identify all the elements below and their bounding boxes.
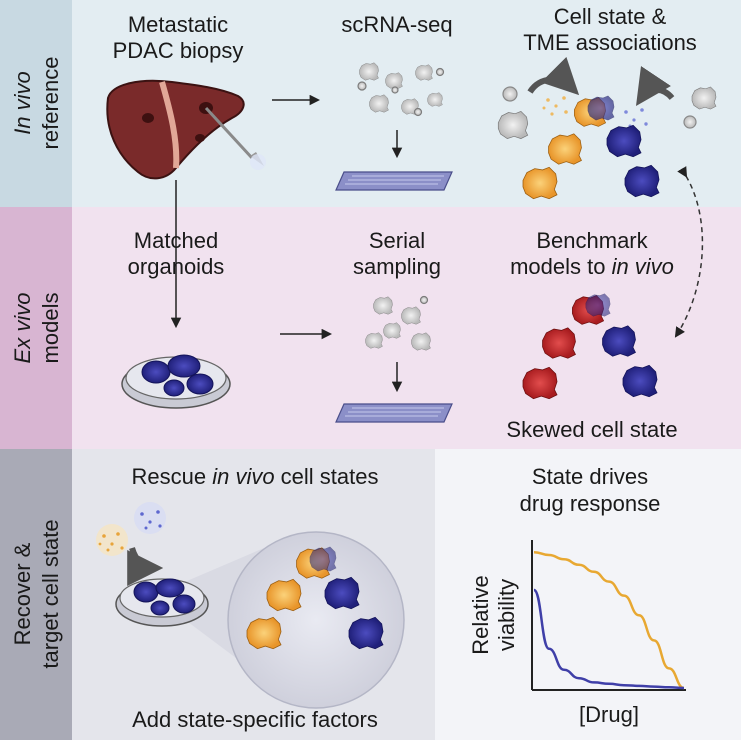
svg-text:Ex vivo: Ex vivo xyxy=(10,293,35,364)
rescue-label: Rescue in vivo cell states xyxy=(131,464,378,489)
serial-label-1: Serial xyxy=(369,228,425,253)
serial-label-2: sampling xyxy=(353,254,441,279)
side-label-in-vivo: In vivo reference xyxy=(10,57,63,150)
side-label-ex-vivo: Ex vivo models xyxy=(10,293,63,364)
assoc-label-2: TME associations xyxy=(523,30,697,55)
liver-icon xyxy=(106,79,245,180)
add-factors-label: Add state-specific factors xyxy=(132,707,378,732)
sequencing-chip-icon-1 xyxy=(335,171,453,191)
dissociated-cells-icon xyxy=(357,62,445,117)
svg-text:viability: viability xyxy=(494,579,519,651)
side-strip-ex-vivo xyxy=(0,207,72,449)
side-label-recover: Recover & target cell state xyxy=(10,519,63,668)
assoc-label-1: Cell state & xyxy=(554,4,667,29)
skewed-label: Skewed cell state xyxy=(506,417,677,442)
svg-text:models: models xyxy=(38,293,63,364)
scrna-label: scRNA-seq xyxy=(341,12,452,37)
biopsy-label-1: Metastatic xyxy=(128,12,228,37)
benchmark-label-2: models to in vivo xyxy=(510,254,674,279)
drug-title-1: State drives xyxy=(532,464,648,489)
rescued-dish-icon xyxy=(115,578,209,627)
svg-text:In vivo: In vivo xyxy=(10,71,35,135)
organoid-dish-icon xyxy=(121,354,231,409)
series-line-0 xyxy=(533,550,685,690)
series-line-1 xyxy=(532,588,685,690)
drug-title-2: drug response xyxy=(520,491,661,516)
serial-cells-icon xyxy=(365,295,431,351)
factor-sprays-icon xyxy=(96,502,166,586)
svg-text:target cell state: target cell state xyxy=(38,519,63,668)
zoom-circle xyxy=(227,531,405,709)
sequencing-chip-icon-2 xyxy=(335,403,453,423)
svg-text:Relative: Relative xyxy=(468,575,493,654)
x-axis-label: [Drug] xyxy=(579,702,639,727)
tme-cells-icon xyxy=(497,56,717,200)
side-strip-in-vivo xyxy=(0,0,72,207)
drug-response-chart: Relative viability [Drug] xyxy=(468,540,686,727)
svg-text:reference: reference xyxy=(38,57,63,150)
drug-panel-bg xyxy=(435,449,741,740)
biopsy-label-2: PDAC biopsy xyxy=(113,38,244,63)
y-axis-label: Relative viability xyxy=(468,575,519,654)
benchmark-dashed-arrow xyxy=(674,166,704,338)
organoids-label-2: organoids xyxy=(128,254,225,279)
organoids-label-1: Matched xyxy=(134,228,218,253)
benchmark-label-1: Benchmark xyxy=(536,228,648,253)
side-strip-recover xyxy=(0,449,72,740)
biopsy-needle-icon xyxy=(204,106,266,170)
svg-text:Recover &: Recover & xyxy=(10,542,35,645)
